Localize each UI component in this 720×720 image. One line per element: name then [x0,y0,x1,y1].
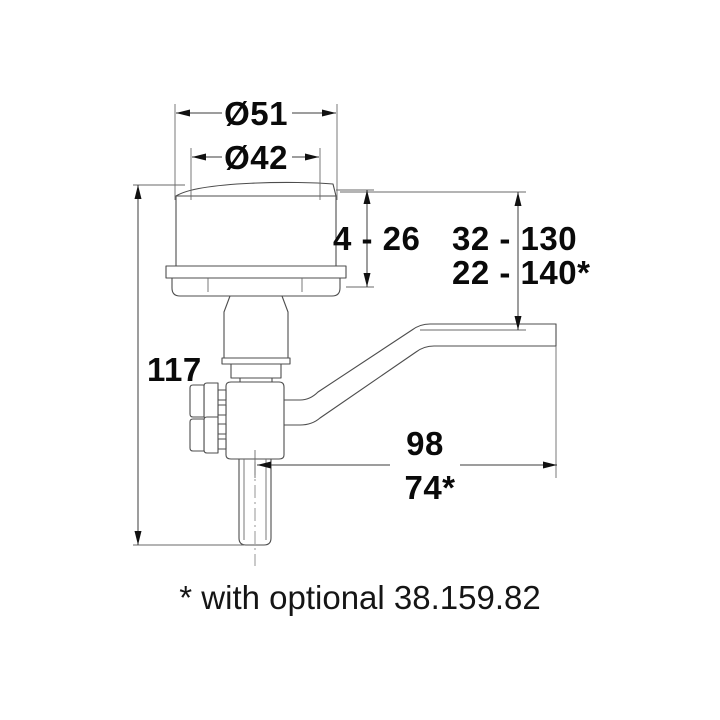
label-height-range-standard: 32 - 130 [452,220,577,257]
valve-body [225,381,285,460]
footnote-text: * with optional 38.159.82 [179,579,540,616]
spout-arm-upper-edge [283,323,557,401]
cap-dome [175,181,337,197]
label-total-height: 117 [147,351,202,388]
lower-port-fitting [203,416,219,454]
lock-ring [221,357,291,365]
dimension-arrow-icon-d42-right [305,153,319,161]
dimension-arrow-icon-117-bottom [134,531,142,545]
dimension-labels: Ø51 Ø42 4 - 26 32 - 130 22 - 140* 117 98… [147,95,590,506]
dimension-arrow-icon-4-26-top [363,190,371,204]
upper-port-cap [189,384,205,418]
dimension-arrow-icon-height-bottom [514,316,522,330]
dimension-arrow-icon-height-top [514,192,522,206]
dimension-arrow-icon-117-top [134,185,142,199]
dimension-lines [134,109,557,545]
dimension-arrow-icon-d51-right [322,109,336,117]
upper-port-stub-2 [217,404,227,416]
part-geometry [165,181,557,566]
shank-nut [230,363,282,379]
flange-plate [165,265,347,279]
lower-port-cap [189,418,205,452]
label-diameter-inner: Ø42 [224,139,288,176]
upper-port-stub [217,389,227,401]
label-height-range-optional: 22 - 140* [452,254,590,291]
lower-port-stub [217,423,227,435]
lower-port-stub-2 [217,438,227,450]
label-reach-standard: 98 [406,425,444,462]
dimension-arrow-icon-4-26-bottom [363,273,371,287]
label-reach-optional: 74* [404,469,455,506]
dimension-arrow-icon-d42-left [192,153,206,161]
dimension-arrow-icon-d51-left [176,109,190,117]
label-mount-thickness-range: 4 - 26 [333,220,420,257]
flange-skirt [171,277,341,297]
dimension-arrow-icon-reach-left [257,461,271,469]
upper-port-fitting [203,382,219,420]
dimension-arrow-icon-reach-right [543,461,557,469]
upper-shank [223,295,289,359]
extension-lines [133,104,557,546]
label-diameter-outer: Ø51 [224,95,288,132]
cap-body [175,195,337,267]
spout-arm-lower-edge [283,345,557,426]
